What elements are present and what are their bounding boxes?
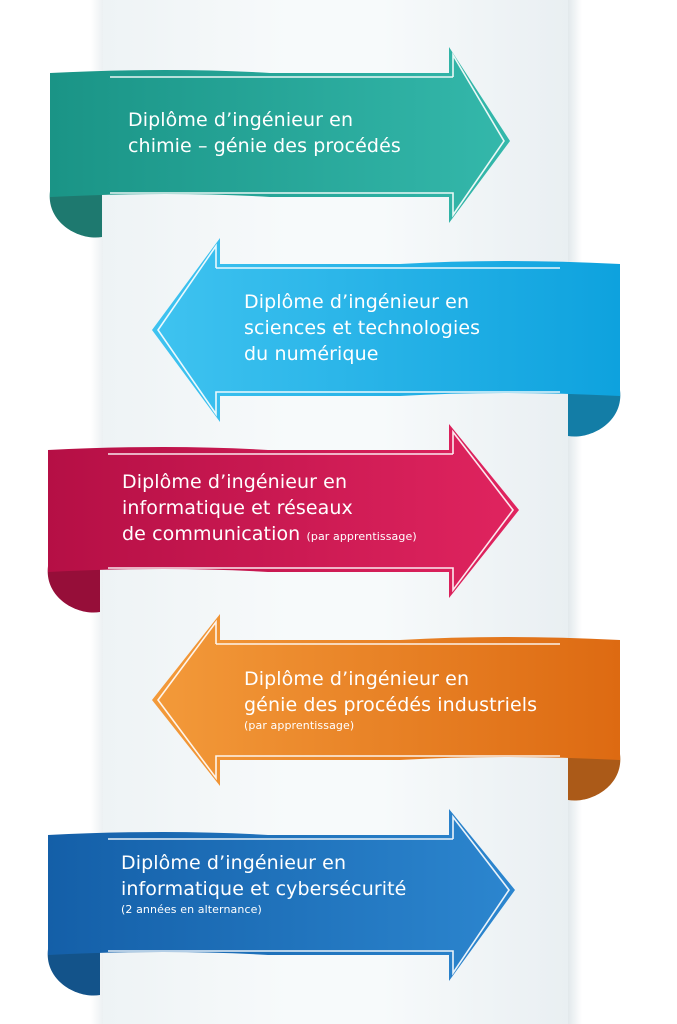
ribbon-line: Diplôme d’ingénieur en xyxy=(244,291,470,313)
ribbon-outline xyxy=(108,429,515,593)
ribbon-line: informatique et cybersécurité xyxy=(121,878,407,900)
ribbon-line: du numérique xyxy=(244,343,379,365)
ribbon-curl xyxy=(568,390,621,437)
ribbon-label-cybersecurite: Diplôme d’ingénieur en informatique et c… xyxy=(121,850,406,918)
ribbon-note: (par apprentissage) xyxy=(244,719,355,732)
ribbon-label-numerique: Diplôme d’ingénieur en sciences et techn… xyxy=(244,289,480,367)
ribbon-line: chimie – génie des procédés xyxy=(128,135,401,157)
ribbon-arrow-right xyxy=(47,424,519,613)
ribbon-outline xyxy=(157,619,560,781)
ribbon-line: informatique et réseaux xyxy=(122,497,353,519)
ribbon-line: de communication xyxy=(122,523,301,545)
ribbon-outline xyxy=(157,243,560,417)
ribbon-outline xyxy=(110,52,505,218)
ribbon-label-reseaux: Diplôme d’ingénieur en informatique et r… xyxy=(122,469,417,550)
ribbon-label-procedes-industriels: Diplôme d’ingénieur en génie des procédé… xyxy=(244,666,537,734)
ribbon-body xyxy=(50,47,510,223)
ribbon-body xyxy=(48,809,515,981)
ribbon-curl xyxy=(47,949,100,996)
ribbon-curl xyxy=(49,191,102,238)
ribbon-body xyxy=(152,614,620,786)
ribbon-outline xyxy=(108,814,510,976)
ribbon-arrow-right xyxy=(49,47,510,238)
ribbon-body xyxy=(48,424,519,598)
ribbon-label-chimie: Diplôme d’ingénieur en chimie – génie de… xyxy=(128,107,401,159)
ribbon-arrow-left xyxy=(152,238,621,437)
ribbon-curl xyxy=(568,754,621,801)
ribbon-arrow-left xyxy=(152,614,621,801)
ribbon-body xyxy=(152,238,620,422)
ribbon-line: Diplôme d’ingénieur en xyxy=(122,471,348,493)
ribbon-line: Diplôme d’ingénieur en xyxy=(121,852,347,874)
ribbon-line: sciences et technologies xyxy=(244,317,481,339)
ribbon-line: Diplôme d’ingénieur en xyxy=(244,668,470,690)
ribbon-line: génie des procédés industriels xyxy=(244,694,538,716)
ribbon-curl xyxy=(47,566,100,613)
ribbon-line: Diplôme d’ingénieur en xyxy=(128,109,354,131)
ribbon-arrow-right xyxy=(47,809,515,996)
ribbon-note: (2 années en alternance) xyxy=(121,903,262,916)
ribbon-note: (par apprentissage) xyxy=(306,530,417,543)
ribbon-line-with-note: de communication (par apprentissage) xyxy=(122,521,417,550)
